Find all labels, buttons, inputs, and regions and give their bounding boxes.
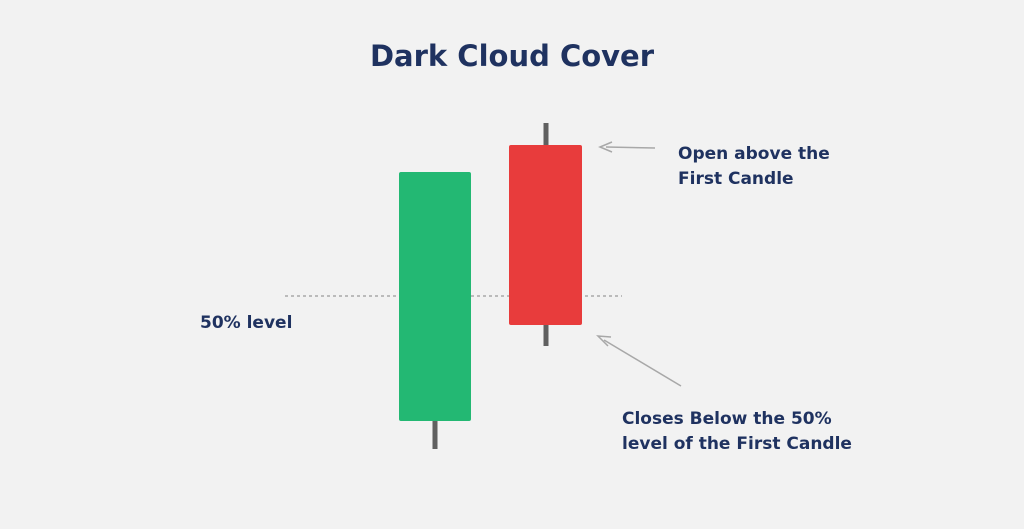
open-above-annotation: Open above the First Candle — [678, 144, 836, 189]
fifty-percent-level-label: 50% level — [200, 313, 292, 333]
closes-below-line-2: level of the First Candle — [622, 434, 852, 454]
diagram-title: Dark Cloud Cover — [370, 39, 655, 73]
closes-below-line-1: Closes Below the 50% — [622, 409, 832, 429]
closes-below-arrow — [596, 335, 682, 387]
bullish-candle-body — [399, 172, 471, 421]
open-above-line-2: First Candle — [678, 169, 794, 189]
bearish-candle — [509, 123, 582, 346]
open-above-arrow — [598, 141, 656, 153]
bullish-candle — [399, 172, 471, 449]
closes-below-annotation: Closes Below the 50% level of the First … — [622, 409, 852, 454]
open-above-line-1: Open above the — [678, 144, 830, 164]
bearish-candle-body — [509, 145, 582, 325]
